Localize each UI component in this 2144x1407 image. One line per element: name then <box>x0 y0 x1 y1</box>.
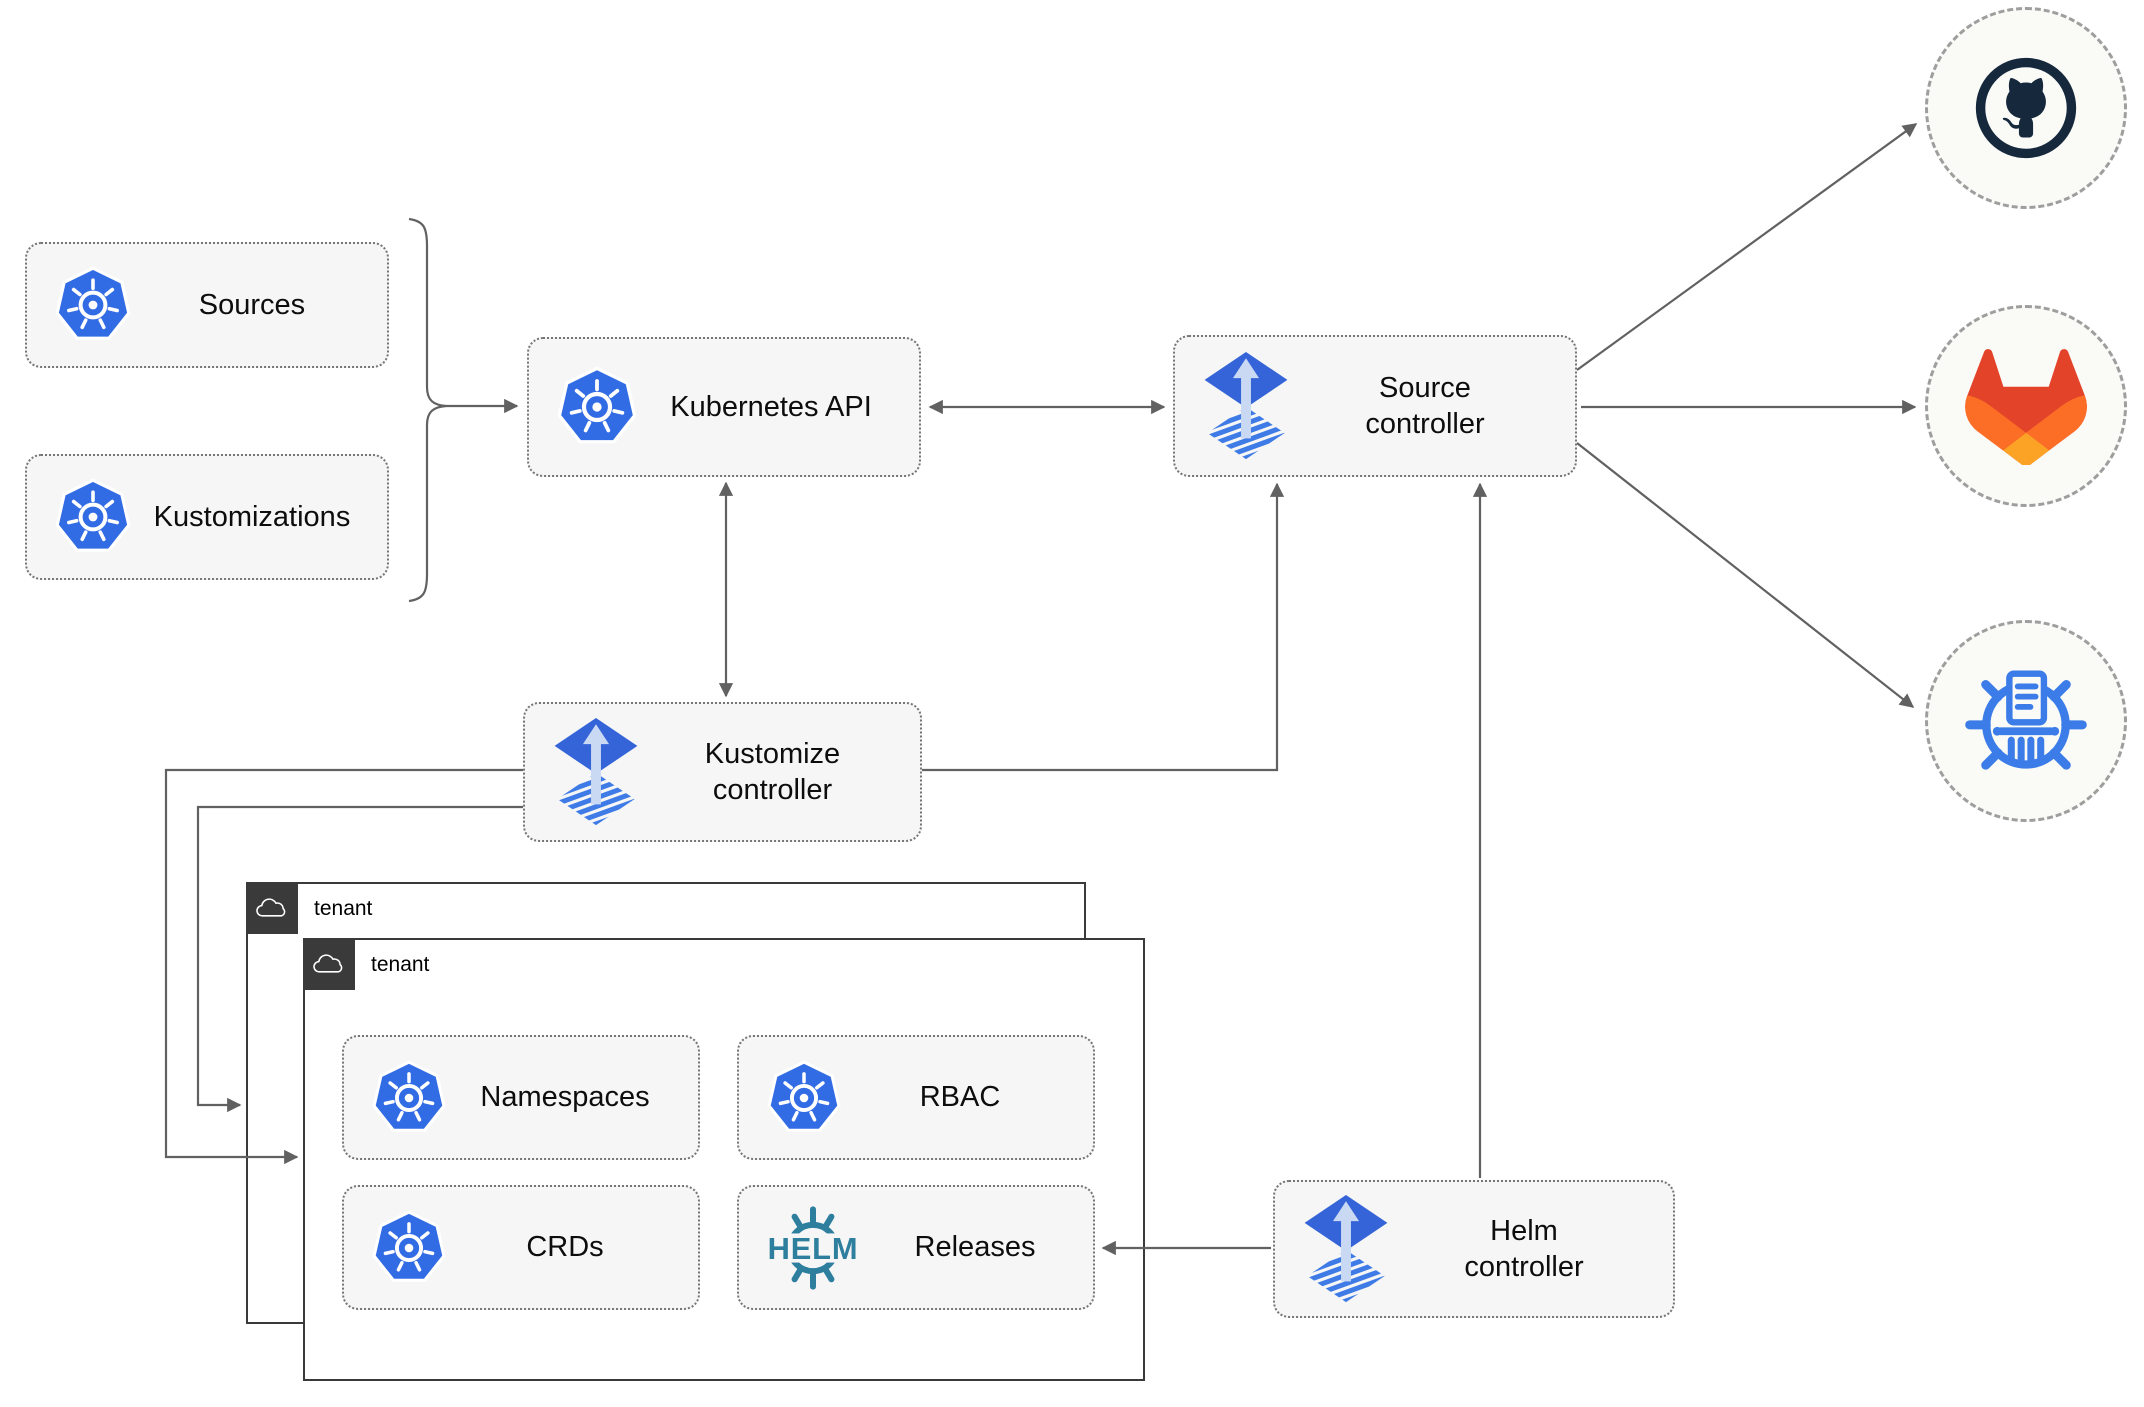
tenant-header <box>246 882 298 934</box>
node-helm-controller: Helm controller <box>1273 1180 1675 1318</box>
remote-gitlab <box>1925 305 2127 507</box>
edge-kustomize-to-source <box>922 482 1285 772</box>
edge-brace-bottom <box>408 404 447 603</box>
node-kustomizations: Kustomizations <box>25 454 389 580</box>
flux-icon <box>1301 1193 1391 1305</box>
node-kubernetes-api: Kubernetes API <box>527 337 921 477</box>
node-sources: Sources <box>25 242 389 368</box>
edge-source-to-github <box>1576 123 1918 371</box>
node-kustomize-controller-label: Kustomize controller <box>704 737 841 806</box>
node-releases-label: Releases <box>914 1231 1036 1264</box>
node-crds-label: CRDs <box>526 1231 604 1264</box>
kubernetes-icon <box>370 1209 448 1287</box>
remote-chart-repository <box>1925 620 2127 822</box>
node-helm-controller-label: Helm controller <box>1464 1214 1584 1283</box>
helm-logo-text: HELM <box>768 1231 859 1266</box>
node-kubernetes-api-label: Kubernetes API <box>670 390 872 423</box>
node-namespaces: Namespaces <box>342 1035 700 1160</box>
node-source-controller-label: Source controller <box>1365 371 1485 440</box>
kubernetes-icon <box>765 1059 843 1137</box>
remote-github <box>1925 7 2127 209</box>
edge-source-to-chart-repository <box>1576 442 1915 708</box>
node-sources-label: Sources <box>198 288 306 321</box>
kubernetes-icon <box>53 265 133 345</box>
edge-brace-top <box>408 217 447 408</box>
tenant-label-back: tenant <box>314 897 373 920</box>
github-icon <box>1975 57 2077 159</box>
node-rbac: RBAC <box>737 1035 1095 1160</box>
node-crds: CRDs <box>342 1185 700 1310</box>
flux-icon <box>551 716 641 828</box>
kubernetes-icon <box>555 365 639 449</box>
chart-repository-icon <box>1965 670 2087 770</box>
cloud-icon <box>254 896 290 920</box>
cloud-icon <box>311 952 347 976</box>
helm-icon: HELM <box>763 1205 863 1290</box>
kubernetes-icon <box>53 477 133 557</box>
node-kustomize-controller: Kustomize controller <box>523 702 922 842</box>
node-rbac-label: RBAC <box>919 1081 1001 1114</box>
node-releases: HELM Releases <box>737 1185 1095 1310</box>
gitlab-icon <box>1965 349 2087 465</box>
tenant-label-front: tenant <box>371 953 430 976</box>
tenant-header <box>303 938 355 990</box>
kubernetes-icon <box>370 1059 448 1137</box>
node-source-controller: Source controller <box>1173 335 1577 477</box>
flux-icon <box>1201 350 1291 462</box>
node-namespaces-label: Namespaces <box>480 1081 650 1114</box>
node-kustomizations-label: Kustomizations <box>153 500 351 533</box>
